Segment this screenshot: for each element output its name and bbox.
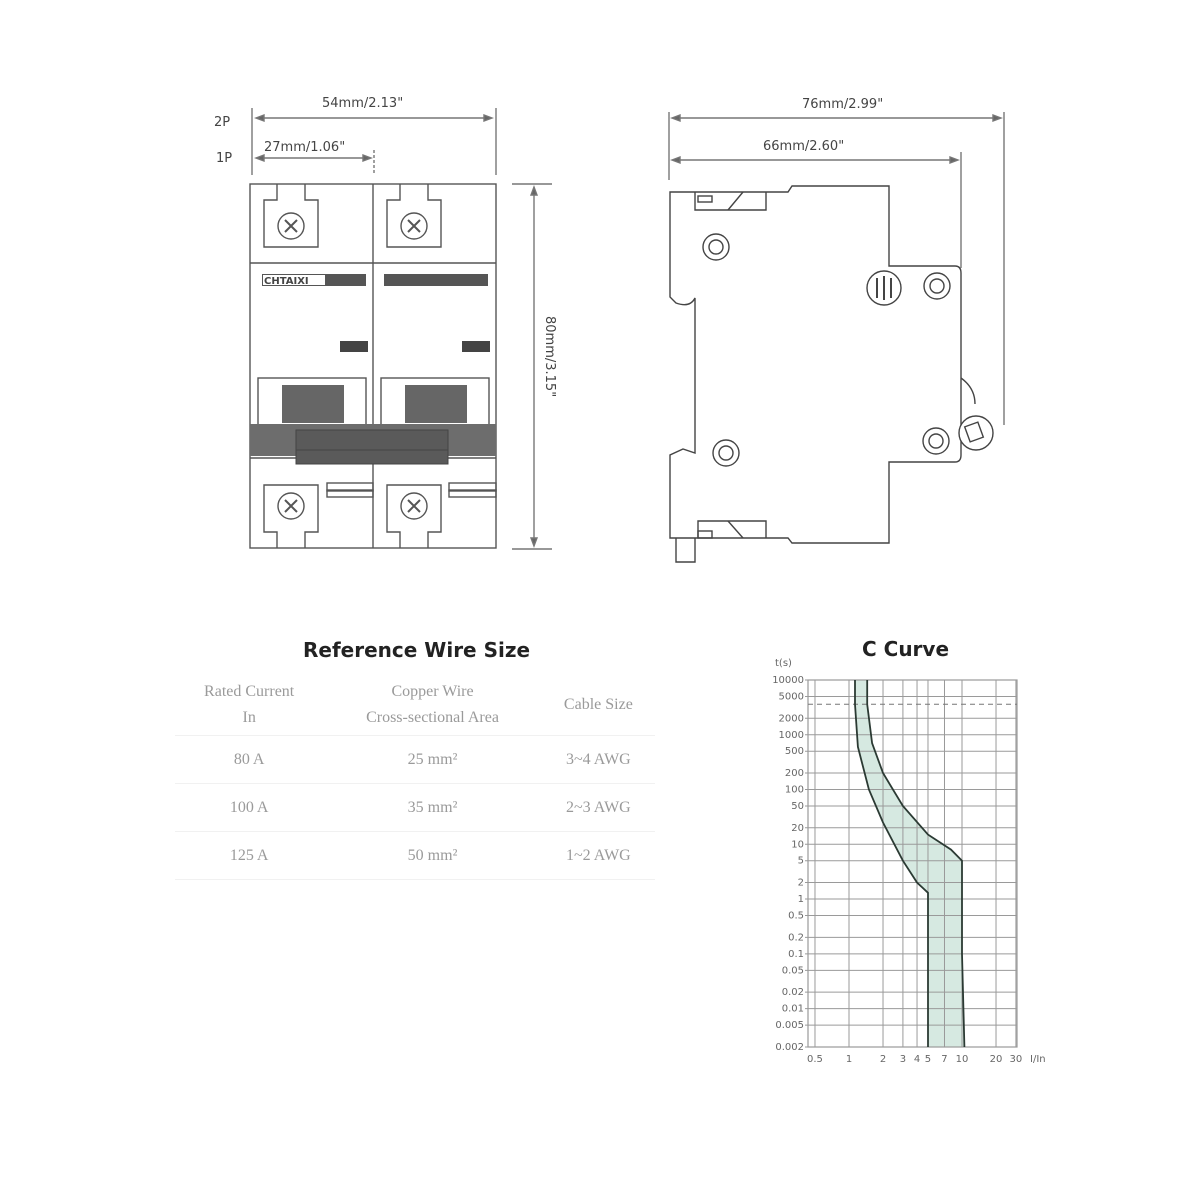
brand-logo: CHTAIXI — [264, 276, 309, 287]
y-tick-label: 1000 — [779, 730, 804, 741]
cell-area: 25 mm² — [323, 735, 542, 784]
x-tick-label: 3 — [900, 1054, 906, 1065]
y-tick-label: 0.005 — [775, 1020, 804, 1031]
y-tick-label: 0.5 — [788, 911, 804, 922]
y-tick-label: 5 — [798, 856, 804, 867]
x-tick-label: 10 — [956, 1054, 969, 1065]
cell-cable: 2~3 AWG — [541, 783, 655, 832]
y-tick-label: 0.002 — [775, 1042, 804, 1053]
x-tick-label: 1 — [846, 1054, 852, 1065]
y-tick-label: 20 — [791, 823, 804, 834]
y-axis-label: t(s) — [775, 658, 792, 669]
y-tick-label: 1 — [798, 894, 804, 905]
table-row: 125 A 50 mm² 1~2 AWG — [175, 831, 655, 880]
y-tick-label: 500 — [785, 746, 804, 757]
label-2p: 2P — [214, 115, 230, 130]
cell-current: 100 A — [175, 783, 324, 832]
table-row: 80 A 25 mm² 3~4 AWG — [175, 735, 655, 784]
cell-area: 50 mm² — [323, 831, 542, 880]
x-tick-label: 30 — [1010, 1054, 1023, 1065]
dimension-depth-total: 76mm/2.99" — [802, 97, 883, 112]
y-tick-label: 5000 — [779, 691, 804, 702]
label-1p: 1P — [216, 151, 232, 166]
cell-cable: 3~4 AWG — [541, 735, 655, 784]
front-view-diagram: 2P 1P 54mm/2.13" 27mm/1.06" 80mm/3.15" — [200, 90, 580, 570]
y-tick-label: 200 — [785, 768, 804, 779]
screw-icons — [277, 212, 428, 520]
y-tick-label: 0.01 — [782, 1004, 804, 1015]
y-tick-label: 2 — [798, 878, 804, 889]
x-axis-label: I/In — [1030, 1054, 1046, 1065]
y-tick-label: 10000 — [772, 675, 804, 686]
cell-cable: 1~2 AWG — [541, 831, 655, 880]
upper-curve-line — [866, 680, 966, 1048]
dimension-width-1p: 27mm/1.06" — [264, 140, 345, 155]
dimension-width-2p: 54mm/2.13" — [322, 96, 403, 111]
y-tick-label: 0.05 — [782, 965, 804, 976]
dimension-depth-body: 66mm/2.60" — [763, 139, 844, 154]
x-tick-label: 0.5 — [807, 1054, 823, 1065]
header-cable-size: Cable Size — [563, 696, 633, 713]
wire-table-title: Reference Wire Size — [303, 638, 531, 662]
curve-title: C Curve — [862, 637, 950, 661]
dimension-height: 80mm/3.15" — [542, 316, 557, 397]
y-tick-label: 50 — [791, 801, 804, 812]
y-tick-label: 100 — [785, 785, 804, 796]
cell-current: 80 A — [175, 735, 324, 784]
x-tick-label: 5 — [925, 1054, 931, 1065]
x-tick-label: 2 — [880, 1054, 886, 1065]
y-tick-label: 2000 — [779, 713, 804, 724]
table-row: 100 A 35 mm² 2~3 AWG — [175, 783, 655, 832]
x-tick-label: 20 — [990, 1054, 1003, 1065]
side-view-diagram: 76mm/2.99" 66mm/2.60" — [660, 90, 1020, 570]
y-tick-label: 0.02 — [782, 987, 804, 998]
y-tick-label: 0.1 — [788, 949, 804, 960]
y-tick-label: 0.2 — [788, 932, 804, 943]
cell-current: 125 A — [175, 831, 324, 880]
cell-area: 35 mm² — [323, 783, 542, 832]
x-tick-label: 7 — [941, 1054, 947, 1065]
x-tick-label: 4 — [914, 1054, 920, 1065]
lower-curve-line — [854, 680, 929, 1047]
y-tick-label: 10 — [791, 839, 804, 850]
